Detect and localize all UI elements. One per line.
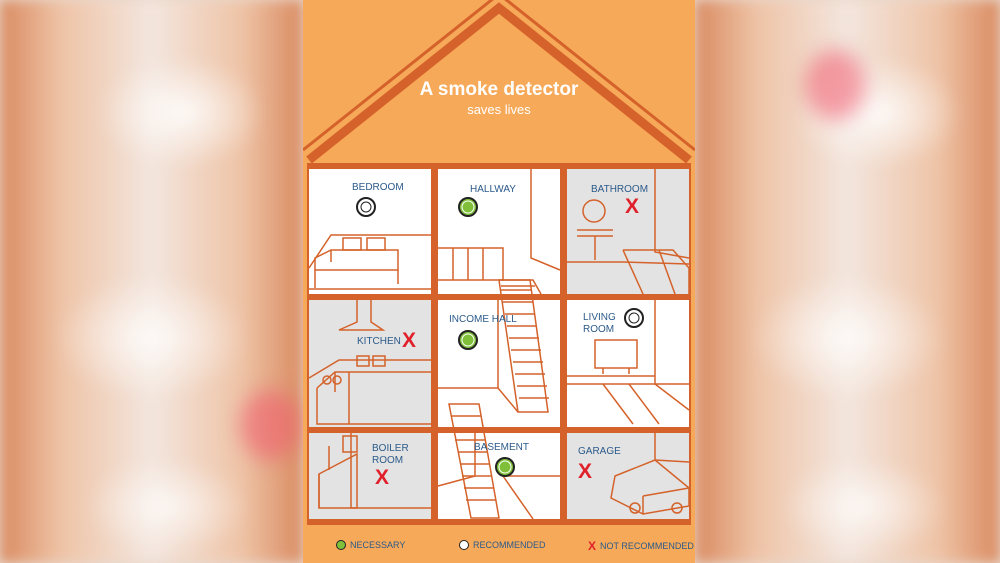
room-label-garage: GARAGE	[578, 446, 621, 457]
detector-living-room	[624, 308, 644, 328]
room-label-kitchen: KITCHEN	[357, 336, 401, 347]
x-mark-boiler-room: X	[375, 466, 390, 489]
legend-recommended: RECOMMENDED	[459, 540, 546, 550]
room-label-basement: BASEMENT	[474, 442, 530, 453]
room-label-bathroom: BATHROOM	[591, 184, 649, 195]
room-label-hallway: HALLWAY	[470, 184, 516, 195]
room-label-boiler-room: BOILER ROOM	[372, 443, 409, 466]
legend-necessary: NECESSARY	[336, 540, 405, 550]
legend-not-recommended-label: NOT RECOMMENDED	[600, 541, 694, 551]
legend-not-recommended: X NOT RECOMMENDED	[588, 539, 694, 553]
legend-recommended-label: RECOMMENDED	[473, 540, 546, 550]
blurred-background-left	[0, 0, 303, 563]
x-mark-bathroom: X	[625, 195, 640, 218]
legend-necessary-label: NECESSARY	[350, 540, 406, 550]
x-mark-garage: X	[578, 460, 593, 483]
white-dot-icon	[459, 540, 469, 550]
blurred-background-right	[695, 0, 1000, 563]
poster-subtitle: saves lives	[467, 102, 531, 117]
green-dot-icon	[336, 540, 346, 550]
red-x-icon: X	[588, 539, 597, 553]
room-label-income-hall: INCOME HALL	[449, 314, 517, 325]
room-label-living-room: LIVING ROOM	[583, 312, 616, 335]
x-mark-kitchen: X	[402, 329, 417, 352]
room-label-bedroom: BEDROOM	[352, 182, 404, 193]
house-illustration	[303, 0, 695, 525]
poster-title: A smoke detector	[419, 79, 579, 100]
smoke-detector-poster: A smoke detector saves lives BEDROOM HAL…	[303, 0, 695, 563]
detector-bedroom	[356, 197, 376, 217]
